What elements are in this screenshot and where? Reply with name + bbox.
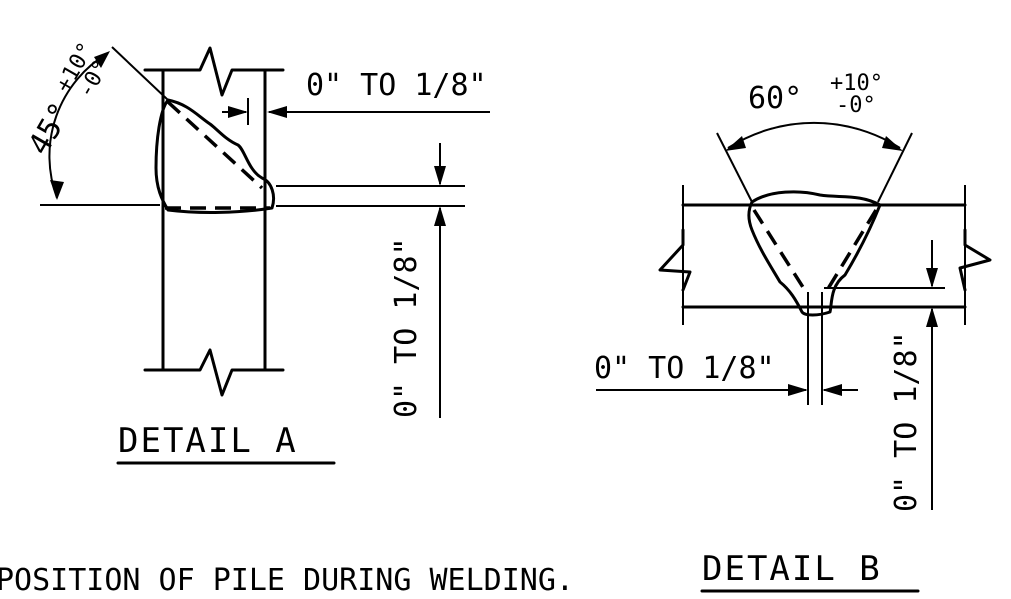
detail-a-weld-bead bbox=[154, 98, 276, 214]
detail-a: 45° +10° -0° 0" TO 1/8" 0" TO 1/8" DETAI… bbox=[22, 38, 490, 465]
detail-b-angle-plus: +10° bbox=[830, 71, 883, 96]
detail-a-bevel-dashed-line bbox=[166, 100, 264, 190]
detail-b-vgap-arrowhead-bottom bbox=[926, 307, 938, 327]
welding-position-note: POSITION OF PILE DURING WELDING. bbox=[0, 563, 574, 598]
detail-b-bevel-dashed-right bbox=[824, 209, 878, 293]
detail-a-vgap-arrowhead-top bbox=[434, 166, 446, 186]
detail-b-title: DETAIL B bbox=[702, 549, 882, 589]
detail-b-angle-extension-right bbox=[877, 132, 913, 203]
detail-b-angle-extension-left bbox=[716, 132, 753, 203]
detail-b-left-break-line bbox=[658, 228, 692, 292]
detail-b-gap-arrowhead-left bbox=[788, 384, 808, 396]
detail-b: 60° +10° -0° 0" TO 1/8" 0" TO 1/8" DETAI… bbox=[594, 71, 992, 593]
detail-b-angle-arrowhead-right bbox=[882, 136, 903, 151]
detail-a-top-break-line bbox=[143, 46, 285, 97]
detail-b-angle-main: 60° bbox=[748, 81, 802, 116]
detail-b-bevel-dashed-left bbox=[752, 209, 808, 293]
detail-a-title: DETAIL A bbox=[118, 421, 298, 461]
detail-b-right-break-line bbox=[958, 228, 992, 292]
detail-a-gap-arrowhead-right bbox=[267, 106, 287, 118]
detail-b-horizontal-gap-label: 0" TO 1/8" bbox=[594, 351, 775, 386]
detail-b-angle-arrowhead-left bbox=[725, 136, 746, 151]
detail-a-vertical-gap-label: 0" TO 1/8" bbox=[389, 237, 424, 418]
detail-a-vgap-arrowhead-bottom bbox=[434, 206, 446, 226]
detail-a-angle-arrowhead-lower bbox=[50, 180, 64, 200]
detail-a-angle-main: 45° bbox=[22, 97, 79, 161]
detail-b-vgap-arrowhead-top bbox=[926, 268, 938, 288]
detail-a-angle-arc bbox=[48, 52, 109, 199]
detail-a-angle-arrowhead-upper bbox=[94, 51, 110, 68]
detail-a-gap-arrowhead-left bbox=[228, 106, 248, 118]
detail-b-vertical-gap-label: 0" TO 1/8" bbox=[889, 331, 924, 512]
detail-b-weld-bead bbox=[747, 190, 882, 317]
detail-a-horizontal-gap-label: 0" TO 1/8" bbox=[306, 68, 487, 103]
detail-b-angle-arc bbox=[727, 121, 901, 149]
detail-a-angle-extension-line bbox=[111, 46, 169, 101]
detail-b-gap-arrowhead-right bbox=[822, 384, 842, 396]
detail-b-angle-minus: -0° bbox=[836, 93, 876, 118]
detail-a-bottom-break-line bbox=[143, 348, 285, 397]
